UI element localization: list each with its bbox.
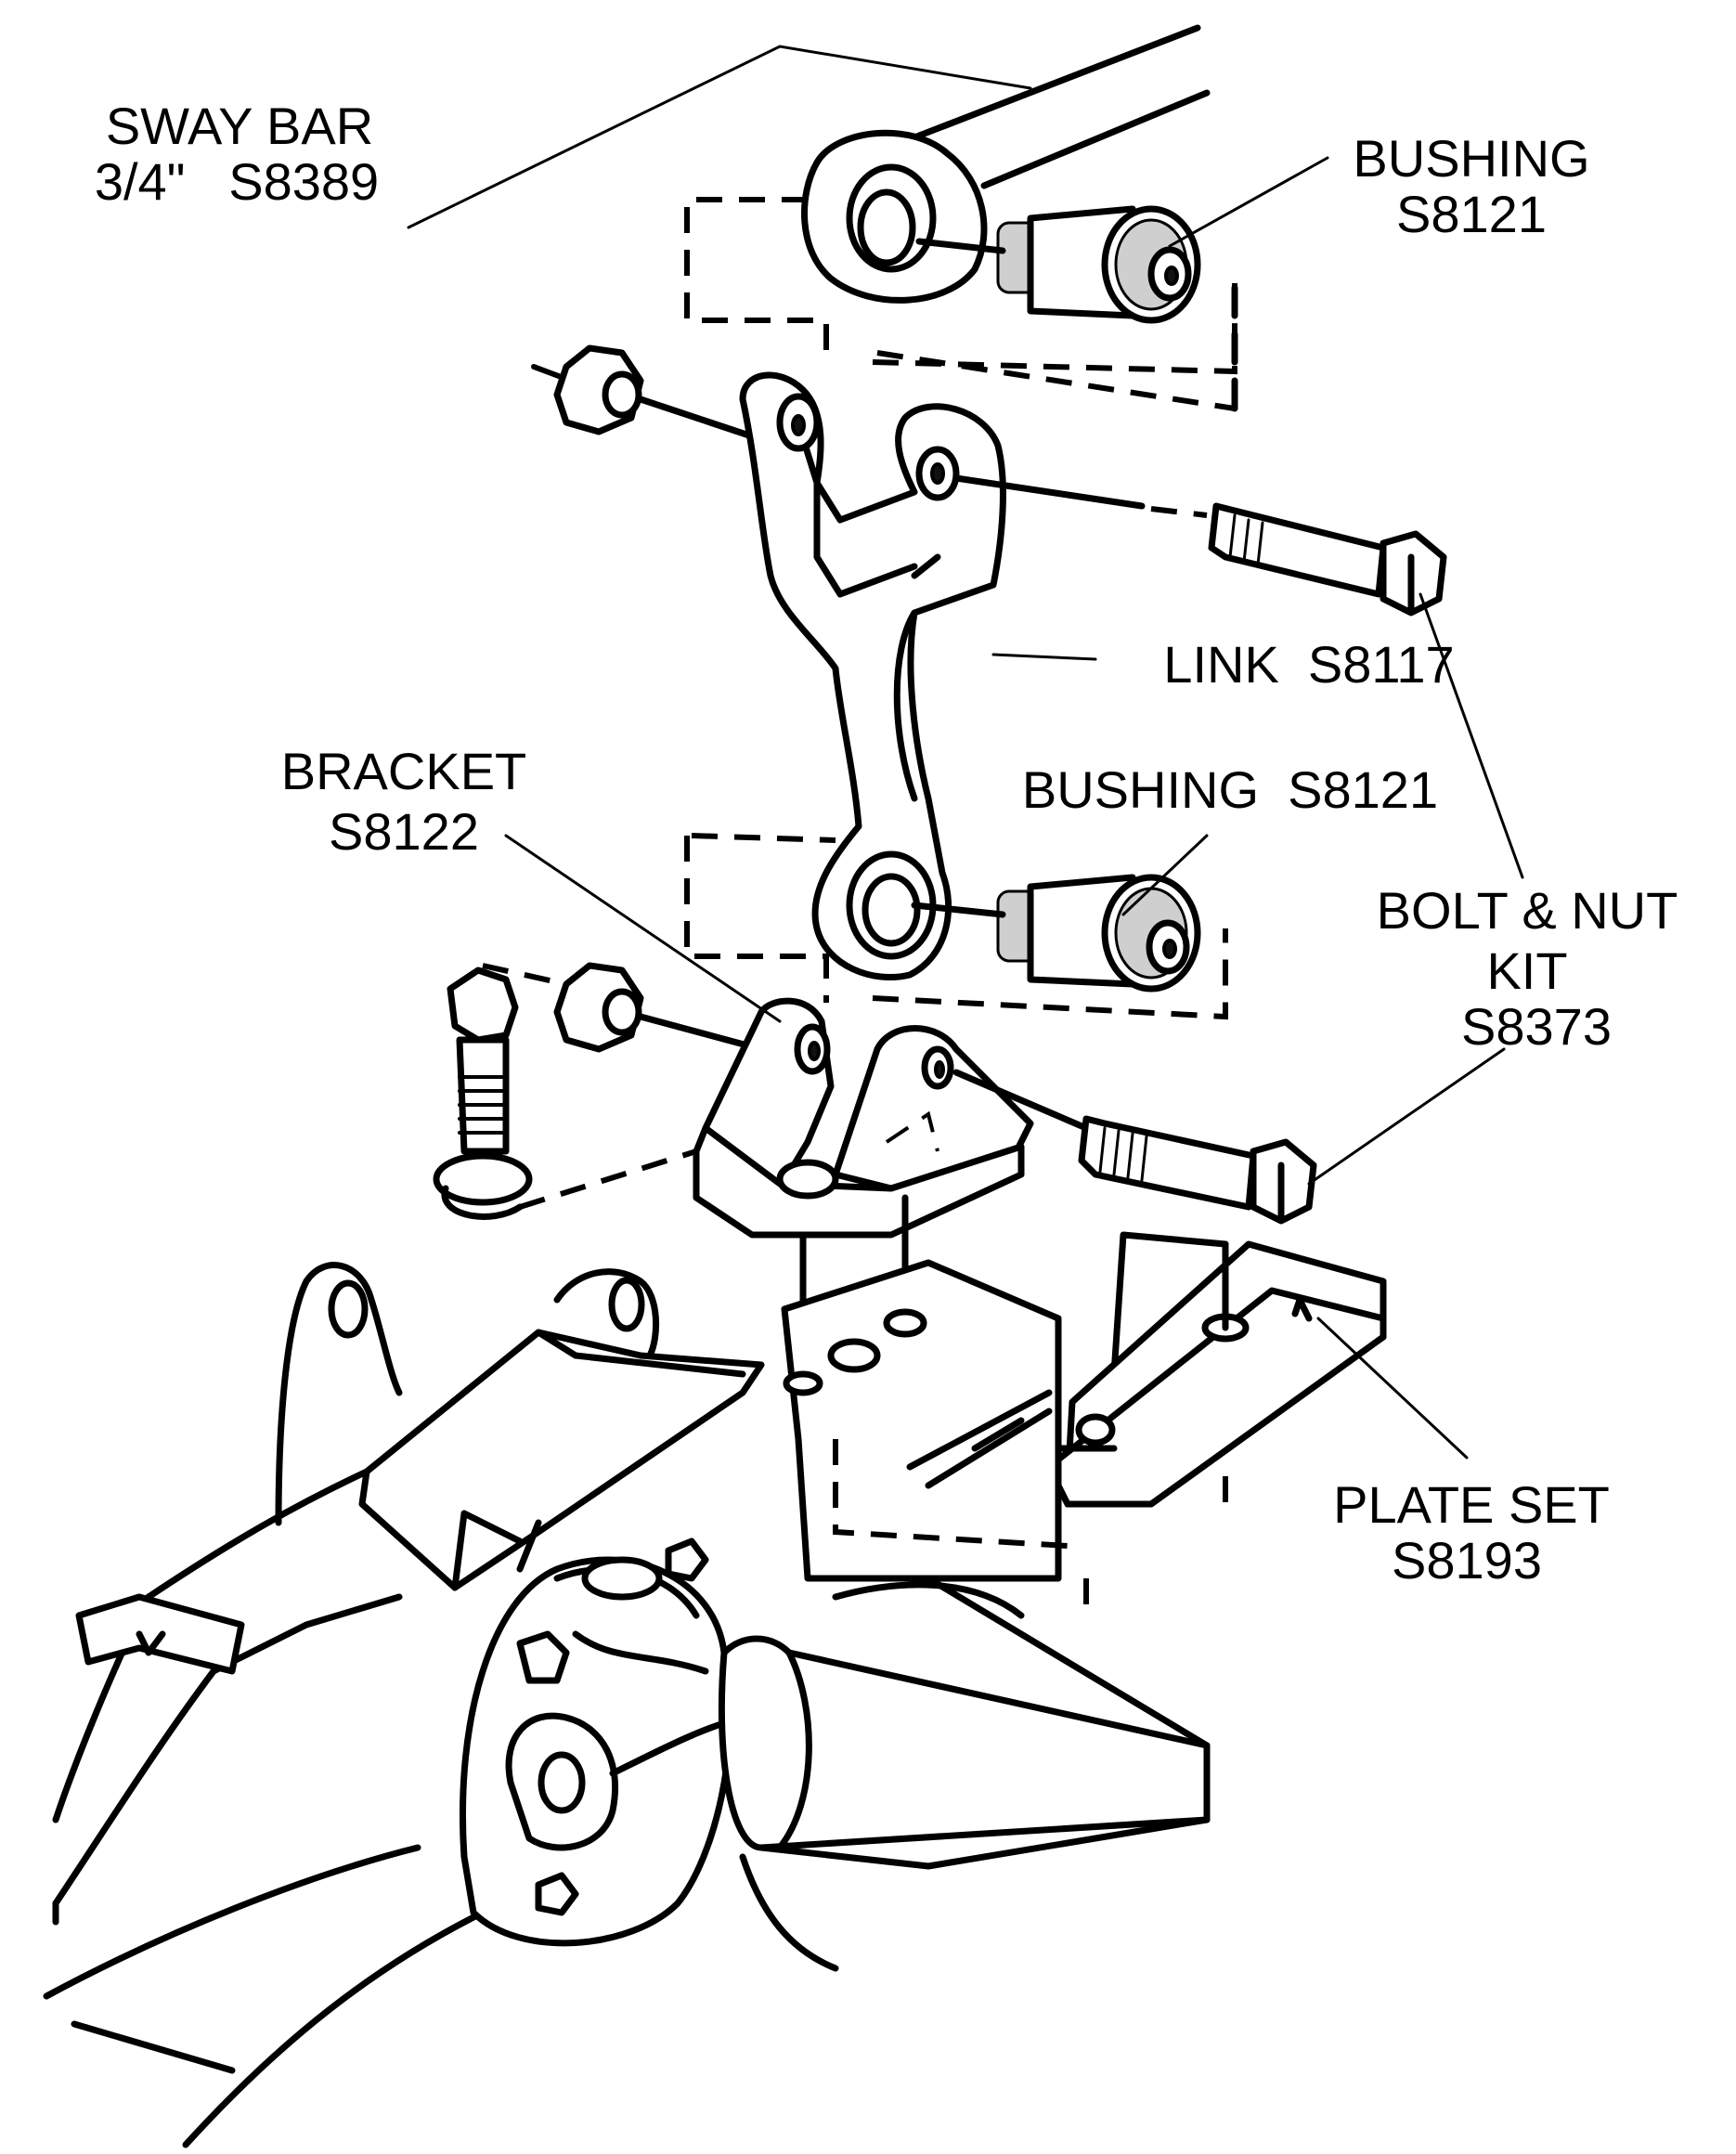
clip (75, 1593, 245, 1675)
leader-bushing-mid (1121, 834, 1209, 916)
leader-link (991, 653, 1097, 661)
mid-nut (482, 962, 765, 1053)
link (739, 371, 1006, 981)
guide-top-bushing (684, 197, 1237, 375)
bracket (693, 997, 1090, 1239)
label-plate-set-name: PLATE SET (1333, 1475, 1610, 1534)
upper-bolt-axis (952, 474, 1146, 510)
label-sway-bar-name: SWAY BAR (106, 97, 373, 155)
label-sway-bar-part: 3/4" S8389 (95, 152, 379, 211)
label-plate-set-part: S8193 (1392, 1531, 1542, 1590)
leader-bushing-top (1168, 156, 1329, 248)
label-bracket-part: S8122 (329, 802, 479, 861)
bushing-top (915, 205, 1201, 324)
upper-bolt (1208, 502, 1447, 616)
plate-set (1045, 1240, 1387, 1508)
side-bolt (433, 967, 697, 1220)
bushing-mid (911, 874, 1201, 993)
differential (459, 1519, 746, 1947)
label-bolt-nut-kit-line1: BOLT & NUT (1377, 881, 1678, 940)
label-bolt-nut-kit-part: S8373 (1461, 997, 1612, 1056)
leader-sway-bar (407, 45, 1032, 229)
label-bushing-mid: BUSHING S8121 (1022, 760, 1438, 819)
leader-bolt-nut-kit-a (1419, 592, 1524, 879)
leader-bolt-nut-kit-b (1307, 1047, 1506, 1186)
leader-bracket (504, 834, 782, 1023)
lower-bolt (1078, 1115, 1317, 1225)
label-bushing-top-part: S8121 (1396, 185, 1547, 243)
leader-plate-set (1316, 1317, 1469, 1460)
label-bolt-nut-kit-line2: KIT (1486, 941, 1567, 1000)
label-bushing-top-name: BUSHING (1353, 129, 1589, 188)
top-nut (531, 344, 756, 440)
guide-mid-bushing (684, 836, 829, 1003)
label-bracket-name: BRACKET (281, 742, 527, 800)
axle-tube (718, 1575, 1211, 1972)
frame-rail (43, 1262, 765, 2148)
leader-lines (407, 45, 1524, 1460)
frame-mount (781, 1259, 1228, 1616)
sway-bar (801, 24, 1211, 304)
label-link: LINK S8117 (1163, 635, 1454, 694)
